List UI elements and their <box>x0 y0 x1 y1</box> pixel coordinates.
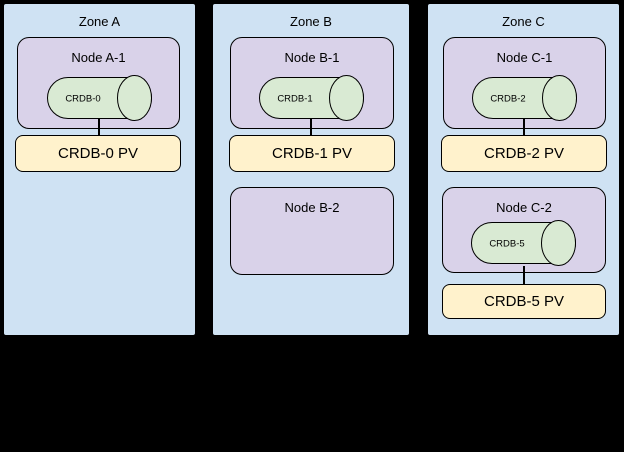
node-b-1: Node B-1 CRDB-1 <box>230 37 394 129</box>
crdb-2-pv: CRDB-2 PV <box>441 135 607 172</box>
cylinder-cap <box>542 75 577 121</box>
crdb-5-pv-label: CRDB-5 PV <box>483 293 565 310</box>
zone-a-label: Zone A <box>78 14 121 29</box>
crdb-0-cylinder-icon: CRDB-0 <box>47 75 152 121</box>
node-c-2: Node C-2 CRDB-5 <box>442 187 606 273</box>
crdb-1-pv-label: CRDB-1 PV <box>271 145 353 162</box>
cylinder-cap <box>117 75 152 121</box>
node-c-1: Node C-1 CRDB-2 <box>443 37 606 129</box>
node-a-1-label: Node A-1 <box>71 50 126 65</box>
crdb-0-pv: CRDB-0 PV <box>15 135 181 172</box>
crdb-1-label: CRDB-1 <box>277 94 312 105</box>
connector-line <box>523 118 525 136</box>
crdb-0-pv-label: CRDB-0 PV <box>57 145 139 162</box>
zone-c: Zone C Node C-1 CRDB-2 CRDB-2 PV Node C-… <box>427 3 620 336</box>
zone-b-label: Zone B <box>290 14 332 29</box>
crdb-1-cylinder-icon: CRDB-1 <box>259 75 364 121</box>
crdb-2-label: CRDB-2 <box>490 94 525 105</box>
crdb-2-pv-label: CRDB-2 PV <box>483 145 565 162</box>
crdb-5-label: CRDB-5 <box>489 239 524 250</box>
zone-b: Zone B Node B-1 CRDB-1 CRDB-1 PV Node B-… <box>212 3 410 336</box>
cylinder-cap <box>541 220 576 266</box>
node-c-1-label: Node C-1 <box>496 50 553 65</box>
zone-c-label: Zone C <box>502 14 545 29</box>
connector-line <box>98 118 100 136</box>
node-b-1-label: Node B-1 <box>284 50 340 65</box>
connector-line <box>523 266 525 285</box>
node-a-1: Node A-1 CRDB-0 <box>17 37 180 129</box>
crdb-0-label: CRDB-0 <box>65 94 100 105</box>
crdb-5-cylinder-icon: CRDB-5 <box>471 220 576 266</box>
zone-a: Zone A Node A-1 CRDB-0 CRDB-0 PV <box>3 3 196 336</box>
crdb-2-cylinder-icon: CRDB-2 <box>472 75 577 121</box>
cylinder-cap <box>329 75 364 121</box>
crdb-1-pv: CRDB-1 PV <box>229 135 395 172</box>
node-b-2-label: Node B-2 <box>284 200 340 215</box>
connector-line <box>310 118 312 136</box>
crdb-5-pv: CRDB-5 PV <box>442 284 606 319</box>
node-c-2-label: Node C-2 <box>496 200 552 215</box>
node-b-2: Node B-2 <box>230 187 394 275</box>
